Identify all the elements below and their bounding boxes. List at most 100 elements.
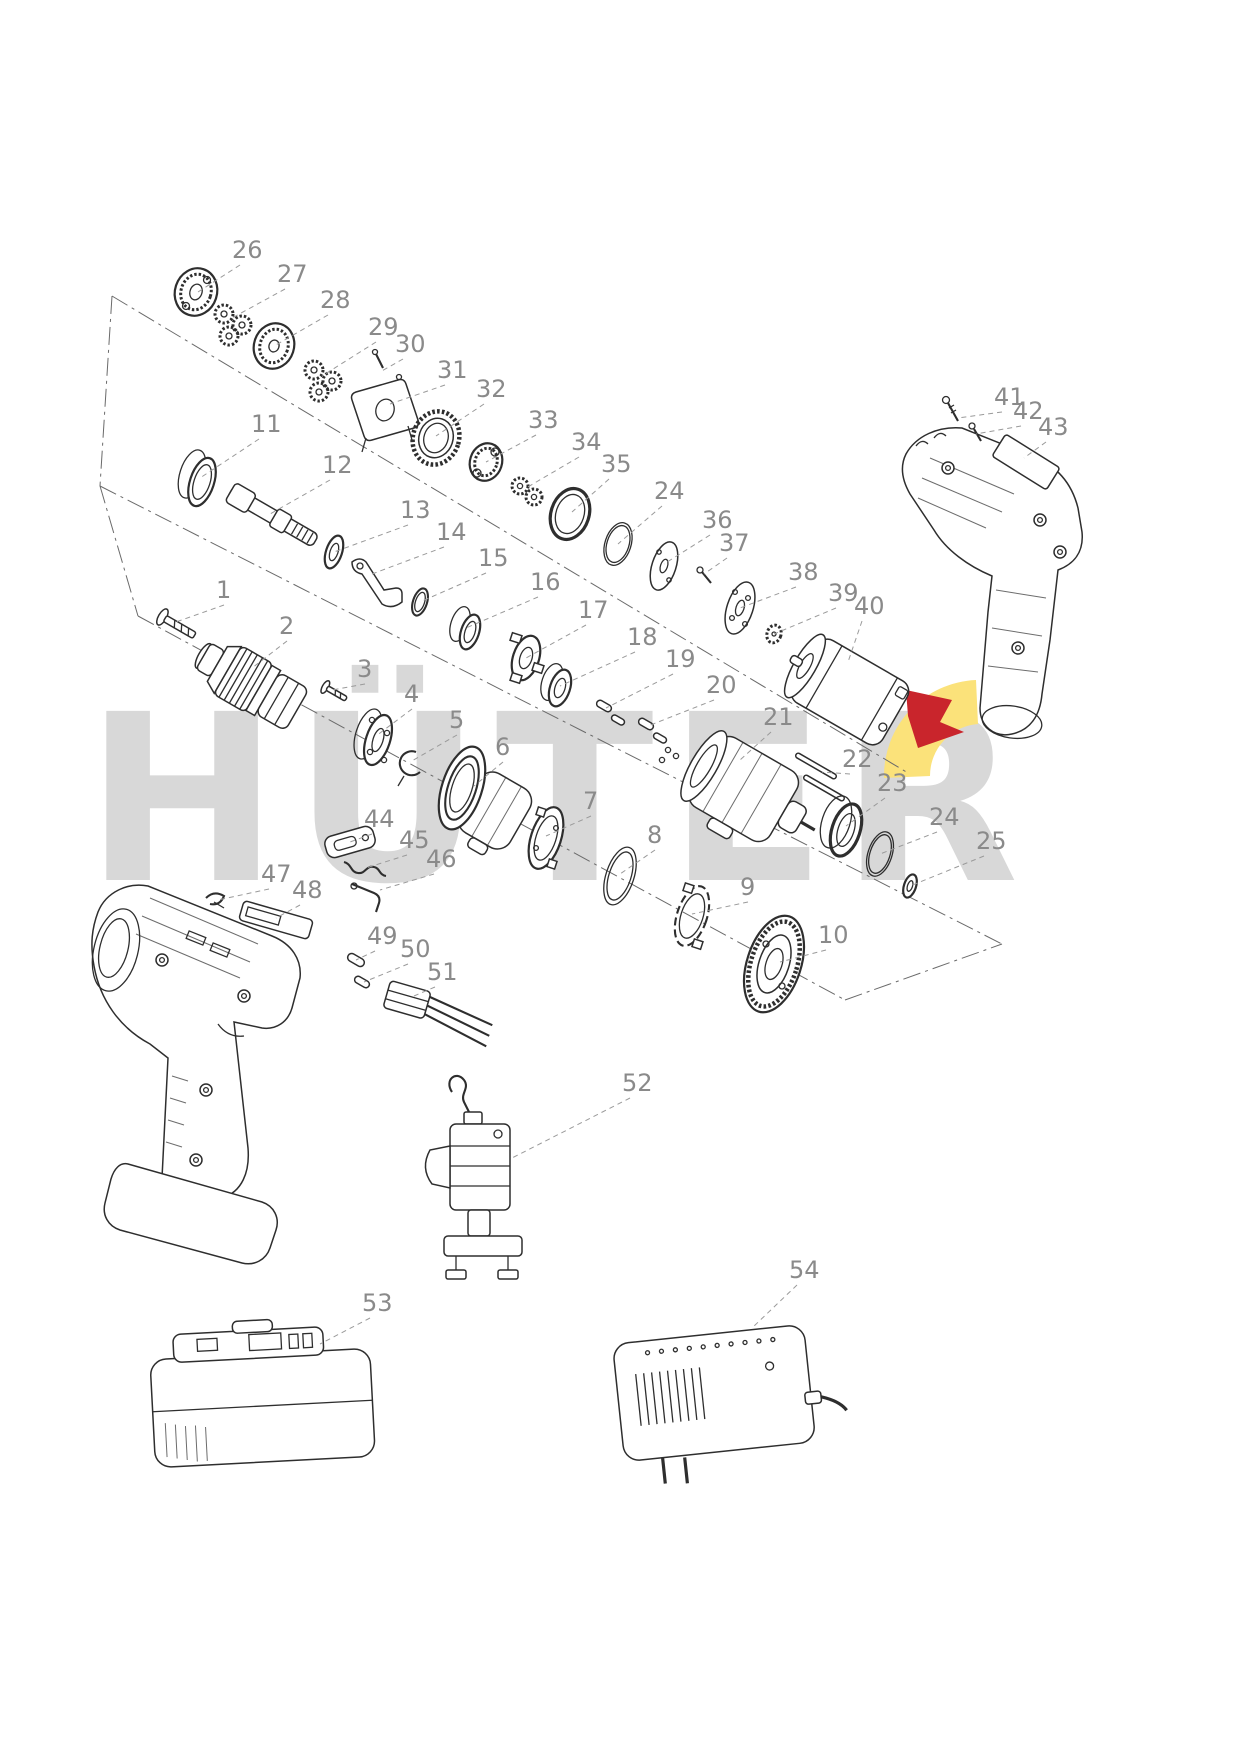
part-40-motor bbox=[783, 633, 910, 746]
part-label-49-49: 49 bbox=[367, 922, 398, 950]
part-27-planet-gears bbox=[213, 303, 253, 347]
part-43-label-plate bbox=[992, 434, 1060, 490]
part-label-14-22: 14 bbox=[436, 518, 467, 546]
part-8-spring-ring bbox=[603, 846, 637, 906]
leader-line-41-16 bbox=[957, 411, 1003, 419]
leader-line-44-44 bbox=[349, 833, 373, 843]
part-label-11-19: 11 bbox=[251, 410, 282, 438]
leader-line-18-26 bbox=[559, 651, 636, 687]
part-26-gear-carrier bbox=[173, 267, 219, 317]
part-50-pin bbox=[353, 975, 371, 989]
leader-line-2-35 bbox=[251, 640, 288, 669]
part-10-torque-collar bbox=[742, 914, 806, 1014]
part-19-pins bbox=[595, 699, 626, 726]
part-42-screw bbox=[968, 422, 982, 442]
part-label-30-4: 30 bbox=[395, 330, 426, 358]
part-14-shift-lever bbox=[351, 558, 403, 608]
part-label-36-11: 36 bbox=[702, 506, 733, 534]
leader-line-6-39 bbox=[473, 761, 504, 787]
leader-line-54-54 bbox=[751, 1284, 798, 1329]
leader-line-36-11 bbox=[663, 534, 711, 565]
part-label-9-42: 9 bbox=[740, 873, 755, 901]
part-28-ring-gear bbox=[252, 322, 296, 370]
part-label-4-37: 4 bbox=[404, 680, 419, 708]
part-52-trigger-switch bbox=[424, 1074, 523, 1280]
leader-line-11-19 bbox=[199, 438, 260, 479]
part-3-screw bbox=[320, 680, 348, 702]
part-label-24-10: 24 bbox=[654, 477, 685, 505]
part-45-spring bbox=[343, 860, 387, 878]
leader-line-48-48 bbox=[275, 904, 301, 919]
part-label-54-54: 54 bbox=[789, 1256, 820, 1284]
part-37-screw bbox=[696, 566, 712, 584]
leader-line-17-25 bbox=[525, 624, 587, 659]
part-label-45-45: 45 bbox=[399, 826, 430, 854]
part-1-chuck-screw bbox=[155, 608, 197, 639]
part-54-charger bbox=[613, 1325, 848, 1484]
part-24-o-ring-rear bbox=[865, 831, 895, 877]
part-9-notched-ring bbox=[673, 882, 711, 951]
part-label-16-24: 16 bbox=[530, 568, 561, 596]
leader-line-22-30 bbox=[821, 771, 851, 775]
part-35-bearing-ring bbox=[548, 486, 592, 542]
leader-line-21-29 bbox=[739, 731, 772, 761]
leader-line-39-14 bbox=[773, 607, 837, 635]
part-label-48-48: 48 bbox=[292, 876, 323, 904]
leader-line-30-4 bbox=[379, 358, 404, 373]
part-7-cam-ring bbox=[527, 806, 565, 870]
housing-left-half bbox=[91, 884, 301, 1265]
part-label-6-39: 6 bbox=[495, 733, 510, 761]
part-label-5-38: 5 bbox=[449, 706, 464, 734]
leader-line-38-13 bbox=[739, 586, 797, 609]
part-label-24-32: 24 bbox=[929, 803, 960, 831]
leader-line-1-34 bbox=[175, 604, 225, 623]
leader-line-51-51 bbox=[413, 986, 436, 997]
part-label-31-5: 31 bbox=[437, 356, 468, 384]
leader-line-12-20 bbox=[269, 479, 331, 515]
part-label-2-35: 2 bbox=[279, 612, 294, 640]
part-16-washer-pair bbox=[449, 606, 482, 651]
leader-line-9-42 bbox=[691, 901, 749, 915]
leader-line-4-37 bbox=[375, 708, 413, 737]
leader-line-8-41 bbox=[619, 849, 656, 875]
part-label-15-23: 15 bbox=[478, 544, 509, 572]
leader-line-20-28 bbox=[647, 699, 715, 727]
part-label-44-44: 44 bbox=[364, 805, 395, 833]
part-label-25-33: 25 bbox=[976, 827, 1007, 855]
part-label-20-28: 20 bbox=[706, 671, 737, 699]
part-label-39-14: 39 bbox=[828, 579, 859, 607]
leader-line-3-36 bbox=[331, 683, 366, 691]
leader-line-42-17 bbox=[975, 425, 1022, 435]
leader-line-33-7 bbox=[485, 434, 537, 463]
part-label-29-3: 29 bbox=[368, 313, 399, 341]
leader-line-27-1 bbox=[231, 288, 286, 319]
part-22-guide-pins bbox=[794, 752, 846, 802]
part-label-28-2: 28 bbox=[320, 286, 351, 314]
part-label-34-8: 34 bbox=[571, 428, 602, 456]
part-44-pushbutton bbox=[324, 825, 376, 859]
leader-line-52-52 bbox=[511, 1097, 631, 1159]
part-label-13-21: 13 bbox=[400, 496, 431, 524]
part-label-37-12: 37 bbox=[719, 529, 750, 557]
part-39-motor-pinion bbox=[765, 623, 783, 645]
part-label-51-51: 51 bbox=[427, 958, 458, 986]
part-label-35-9: 35 bbox=[601, 450, 632, 478]
part-11-support-ring bbox=[177, 449, 217, 508]
leader-line-40-15 bbox=[847, 620, 863, 663]
part-23-needle-bearing bbox=[819, 795, 864, 858]
part-label-46-46: 46 bbox=[426, 845, 457, 873]
part-label-8-41: 8 bbox=[647, 821, 662, 849]
part-12-spindle-shaft bbox=[225, 483, 318, 546]
part-53-battery-pack bbox=[150, 1318, 376, 1468]
part-21-gearbox-housing bbox=[680, 730, 816, 843]
part-31-mount-bracket bbox=[350, 378, 420, 453]
spindle-assembly bbox=[177, 449, 918, 899]
part-label-22-30: 22 bbox=[842, 745, 873, 773]
part-label-40-15: 40 bbox=[854, 592, 885, 620]
part-label-50-50: 50 bbox=[400, 935, 431, 963]
part-18-bearing bbox=[540, 663, 573, 708]
part-20-pins-and-balls bbox=[637, 717, 680, 764]
part-label-53-53: 53 bbox=[362, 1289, 393, 1317]
part-label-19-27: 19 bbox=[665, 645, 696, 673]
